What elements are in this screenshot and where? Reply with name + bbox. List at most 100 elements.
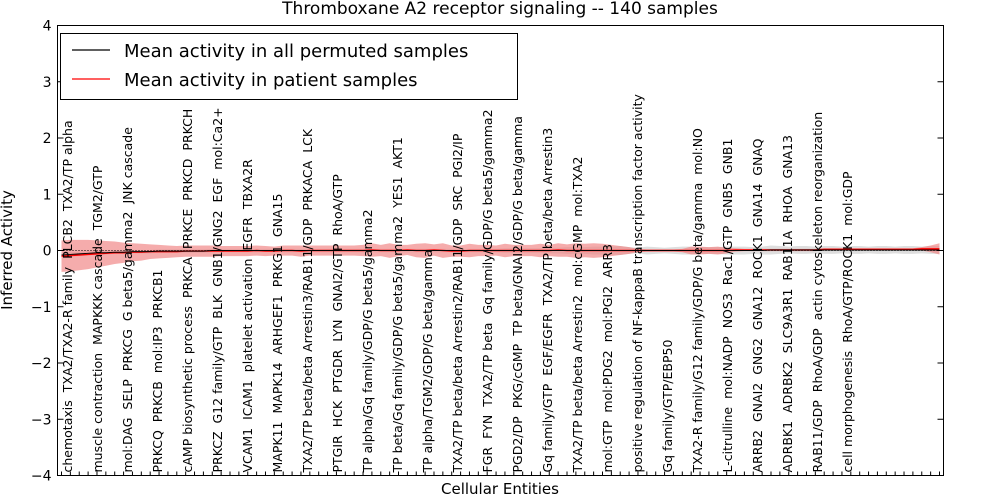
x-tick-label: mol:IP3 [150, 326, 165, 373]
x-tick-label: Rac1/GTP [720, 225, 735, 285]
x-tick-label: GNA12 [750, 287, 765, 331]
x-tick-label: GNB1 [720, 139, 735, 175]
x-tick-label: JNK cascade [120, 127, 135, 205]
x-tick-label: TXA2/TXA2-R family [60, 266, 75, 393]
y-axis: 4 3 2 1 0 −1 −2 −3 −4 [31, 19, 944, 485]
x-tick-label: MAPK14 [270, 362, 285, 413]
x-tick-label: PRKCQ [150, 430, 165, 472]
plot-frame [57, 25, 944, 476]
x-tick-label: VCAM1 [240, 428, 255, 473]
x-tick-label: mol:NO [690, 128, 705, 175]
x-tick-label: mol:GDP [840, 171, 855, 226]
x-tick-label: BLK [210, 294, 225, 319]
x-tick-label: RhoA/GTP/ROCK1 [840, 234, 855, 343]
chart-title: Thromboxane A2 receptor signaling -- 140… [281, 0, 718, 19]
x-tick-label: GNG2 [750, 338, 765, 375]
y-tick-label: 4 [43, 19, 52, 35]
x-tick-label: TGM2/GTP [90, 165, 105, 231]
x-tick-label: NOS3 [720, 293, 735, 328]
x-tick-label: GNB5 [720, 182, 735, 218]
x-tick-label: EGF/EGFR [540, 313, 555, 376]
x-tick-label: PRKCG [120, 329, 135, 371]
y-tick-label: −1 [31, 300, 52, 316]
permuted-mean-line [61, 249, 940, 256]
x-tick-label: platelet activation [240, 259, 255, 373]
x-tick-label: TP alpha/TGM2/GDP/G beta/gamma [420, 249, 435, 473]
x-tick-label: Gq family/GTP [540, 383, 555, 472]
x-tick-label: TXA2/TP alpha [60, 120, 75, 212]
x-tick-label: mol:DAG [120, 418, 135, 473]
x-tick-label: RhoA/GTP [330, 174, 345, 236]
x-tick-label: PKG/cGMP [510, 343, 525, 408]
x-tick-label: ADRBK1 [780, 421, 795, 473]
x-tick-label: PRKCB [150, 381, 165, 422]
x-tick-label: PRKCA [180, 257, 195, 298]
y-tick-label: −3 [31, 412, 52, 428]
x-tick-label: ARRB2 [750, 430, 765, 472]
x-tick-label: AKT1 [390, 137, 405, 168]
x-tick-label: RHOA [780, 186, 795, 223]
x-tick-label: SRC [450, 186, 465, 211]
x-tick-label: PGI2/IP [450, 133, 465, 178]
legend-label-permuted: Mean activity in all permuted samples [124, 41, 468, 62]
x-tick-label: RAB11/GDP [810, 400, 825, 473]
x-tick-label: mol:GTP [600, 420, 615, 472]
x-tick-label: PRKG1 [270, 245, 285, 287]
x-tick-label: ICAM1 [240, 380, 255, 420]
x-tick-label: TXA2/TP beta [480, 323, 495, 408]
legend-label-patient: Mean activity in patient samples [124, 70, 418, 91]
x-tick-label: PRKACA [300, 160, 315, 210]
x-tick-label: mol:PDG2 [600, 350, 615, 412]
x-tick-label: mol:TXA2 [570, 156, 585, 216]
series-lines [61, 248, 940, 257]
x-tick-label: GNA15 [270, 194, 285, 238]
x-tick-label: PRKCD [180, 159, 195, 201]
x-ticks [61, 471, 940, 476]
x-tick-label: mol:cGMP [570, 224, 585, 287]
x-tick-label: TP beta/Gq family/GDP/G beta5/gamma2 [390, 216, 405, 474]
x-tick-label: RAB11A [780, 230, 795, 280]
x-tick-label: PRKCZ [210, 431, 225, 472]
x-tick-label: GNAI2/GTP [330, 243, 345, 311]
legend-box [60, 33, 518, 100]
x-tick-label: G12 family/GTP [210, 326, 225, 423]
x-tick-label: MAPK11 [270, 422, 285, 473]
y-tick-label: 0 [43, 244, 52, 260]
x-tick-label: EGFR [240, 217, 255, 251]
y-tick-label: 2 [43, 131, 52, 147]
x-tick-label: GNAI2 [750, 383, 765, 422]
y-tick-label: 3 [43, 75, 52, 91]
x-tick-label: cAMP biosynthetic process [180, 306, 195, 472]
x-tick-label: TXA2/TP beta/beta Arrestin3 [540, 128, 555, 306]
x-tick-label: RhoA/GDP [810, 328, 825, 392]
legend: Mean activity in all permuted samples Me… [60, 33, 518, 100]
x-tick-label: chemotaxis [60, 400, 75, 472]
y-tick-label: −4 [31, 469, 52, 485]
x-tick-label: PTGIR [330, 435, 345, 473]
x-tick-label: FGR [480, 447, 495, 473]
patient-band [61, 239, 940, 272]
bands [61, 239, 940, 272]
x-tick-label: TP alpha/Gq family/GDP/G beta5/gamma2 [360, 209, 375, 473]
x-tick-label: LCK [300, 128, 315, 153]
x-tick-label: cell morphogenesis [840, 351, 855, 473]
x-tick-label: TP beta/GNAI2/GDP/G beta/gamma [510, 116, 525, 337]
x-tick-label: EGF [210, 178, 225, 203]
y-tick-label: 1 [43, 187, 52, 203]
x-tick-label: ADRBK2 [780, 361, 795, 413]
x-tick-label: positive regulation of NF-kappaB transcr… [630, 93, 645, 472]
x-tick-label: L-citrulline [720, 407, 735, 473]
x-tick-label: ROCK1 [750, 235, 765, 278]
x-tick-label: LYN [330, 320, 345, 342]
x-tick-label: mol:PGI2 [600, 286, 615, 342]
x-tick-label: TXA2/TP beta/beta Arrestin2 [570, 295, 585, 473]
y-tick-label: −2 [31, 356, 52, 372]
x-tick-label: TXA2-R family/G12 family/GDP/G beta/gamm… [690, 183, 705, 474]
x-tick-label: GNA13 [780, 135, 795, 179]
x-tick-label: Gq family/GDP/G beta5/gamma2 [480, 109, 495, 314]
x-tick-label: ARR3 [600, 244, 615, 278]
x-tick-label: PGD2/DP [510, 416, 525, 473]
x-tick-label: PTGDR [330, 349, 345, 392]
x-tick-label: G beta5/gamma2 [120, 212, 135, 322]
